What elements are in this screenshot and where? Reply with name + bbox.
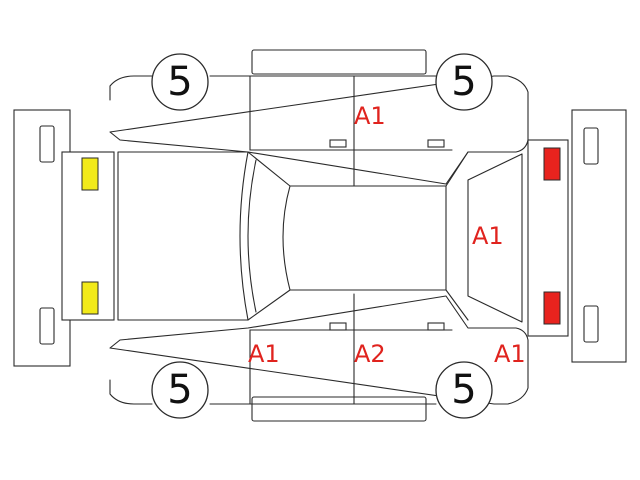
cabin-top [247, 151, 469, 321]
rear-lamp-top [543, 147, 561, 181]
damage-lower-front-door: A1 [248, 340, 280, 368]
damage-upper-rear-door: A1 [354, 102, 386, 130]
tire-front-right-grade: 5 [167, 367, 192, 413]
tire-front-right: 5 [151, 361, 209, 419]
rear-lamp-bottom [543, 291, 561, 325]
damage-lower-rear-quarter: A1 [494, 340, 526, 368]
lower-side-panel [109, 293, 529, 405]
front-lamp-bottom [81, 281, 99, 315]
tire-rear-left: 5 [435, 53, 493, 111]
front-bumper [13, 109, 71, 367]
tire-rear-right: 5 [435, 361, 493, 419]
tire-front-left-grade: 5 [167, 59, 192, 105]
front-lamp-top [81, 157, 99, 191]
tire-rear-left-grade: 5 [451, 59, 476, 105]
tire-front-left: 5 [151, 53, 209, 111]
tire-rear-right-grade: 5 [451, 367, 476, 413]
damage-lower-rear-door: A2 [354, 340, 386, 368]
upper-side-sill [251, 49, 427, 75]
damage-trunk-lid: A1 [472, 222, 504, 250]
lower-side-sill [251, 396, 427, 422]
rear-bumper [571, 109, 627, 363]
